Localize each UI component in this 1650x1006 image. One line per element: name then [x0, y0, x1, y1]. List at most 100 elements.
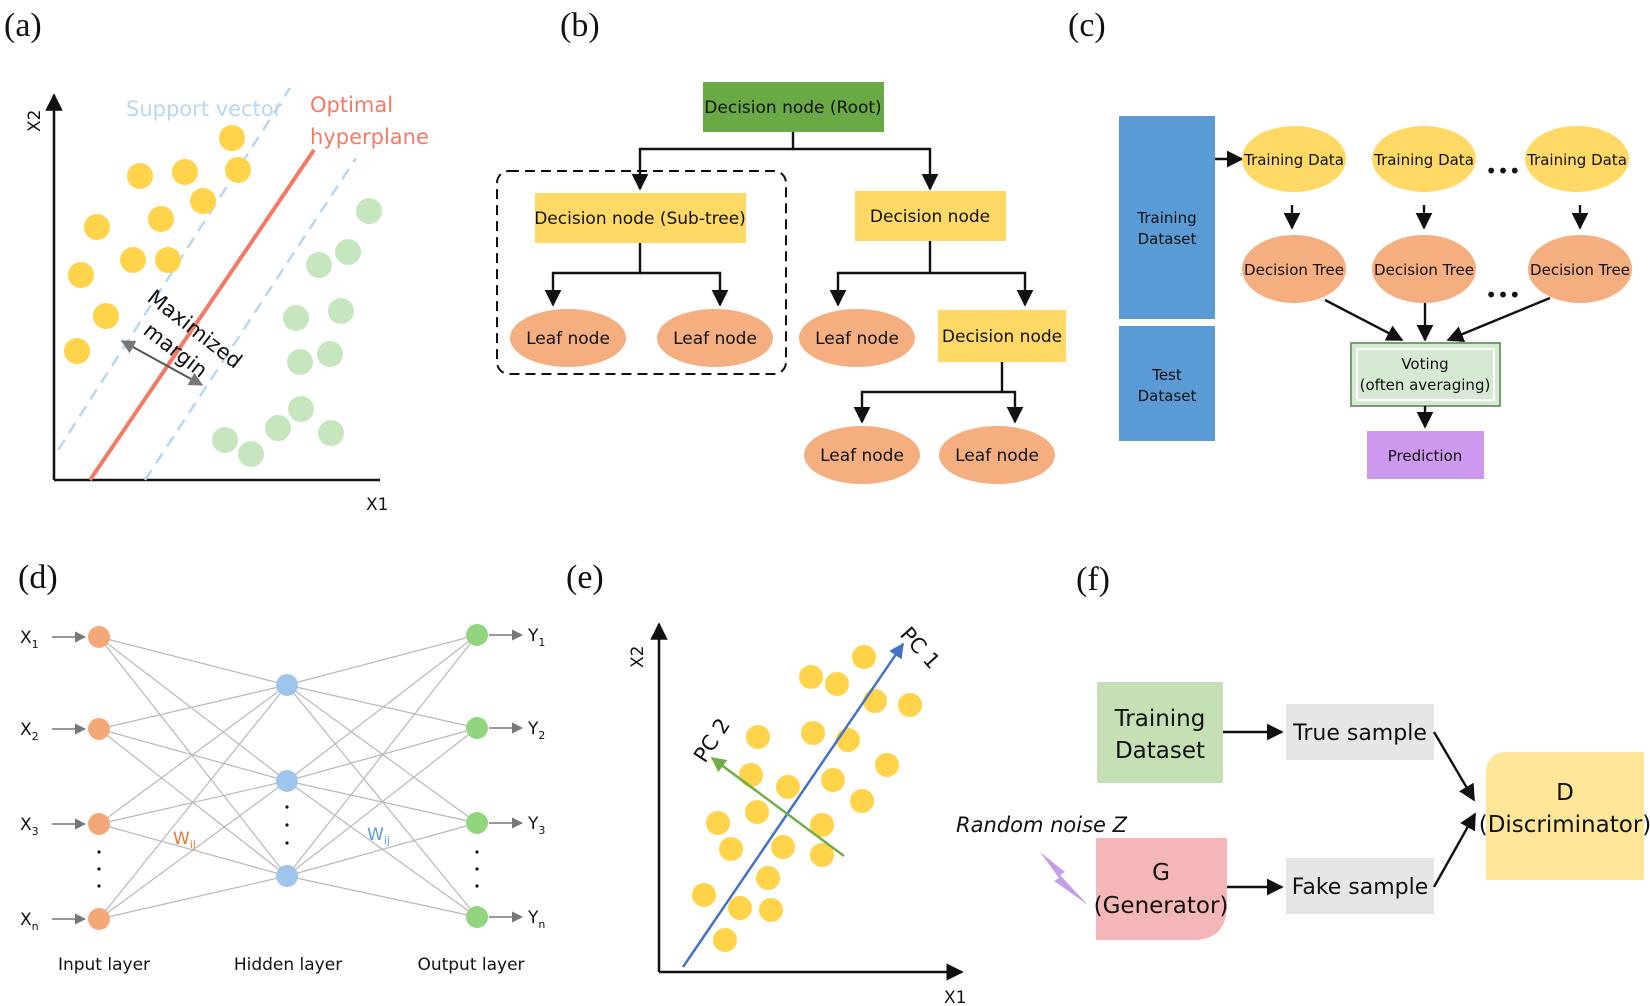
network-nodes [88, 624, 488, 930]
training-dataset-label-line2: Dataset [1138, 230, 1197, 248]
leaf-node-3 [799, 309, 915, 367]
input-hidden-connection [98, 636, 288, 782]
voting-label-line2: (often averaging) [1360, 376, 1491, 394]
panel-f: (f) Training Dataset True sample Random … [956, 561, 1650, 940]
panel-a-label: (a) [4, 7, 42, 44]
class-2-point [356, 198, 382, 224]
training-dataset-box [1097, 682, 1223, 783]
input-ellipsis-dot [97, 884, 101, 888]
decision-tree-2-label: Decision Tree [1374, 261, 1474, 279]
leaf-node-1 [510, 309, 626, 367]
decision-to-decision2-edge [930, 271, 1034, 307]
class-2-point [306, 252, 332, 278]
leaf-node-2 [657, 309, 773, 367]
subtree-decision-node [535, 193, 746, 243]
root-decision-node [703, 82, 884, 132]
hidden-ellipsis-dot [285, 823, 289, 827]
decision-node-label: Decision node [870, 207, 990, 227]
decision-to-leaf3-edge [829, 241, 932, 307]
hidden-output-connection [286, 684, 478, 918]
training-dataset-block [1119, 116, 1215, 319]
voting-box [1350, 342, 1501, 407]
test-dataset-label-line1: Test [1151, 366, 1182, 384]
training-dataset-box-line2: Dataset [1115, 738, 1205, 764]
panel-e: (e) X2 X1 [566, 559, 966, 1006]
pca-points [692, 645, 922, 952]
optimal-hyperplane-line [88, 148, 316, 482]
class-2-point [317, 341, 343, 367]
output-ellipsis-dot [475, 867, 479, 871]
panel-e-label: (e) [566, 559, 604, 596]
panel-e-x-axis-label: X1 [944, 988, 966, 1006]
class-2-point [328, 298, 354, 324]
input-hidden-connection [98, 780, 288, 920]
training-data-1 [1242, 126, 1346, 192]
output-layer-label: Output layer [417, 955, 524, 975]
pca-point [875, 753, 899, 777]
panel-c: (c) Training Dataset Test Dataset Traini… [1068, 7, 1632, 479]
panel-b-label: (b) [560, 7, 600, 44]
input-hidden-connection [98, 636, 288, 686]
network-connections [52, 629, 524, 925]
class-1-point [155, 247, 181, 273]
hidden-output-connection [286, 634, 478, 877]
class-1-point [93, 303, 119, 329]
pca-point [739, 763, 763, 787]
pca-point [756, 866, 780, 890]
pca-point [776, 775, 800, 799]
training-dataset-label-line1: Training [1136, 209, 1196, 227]
hidden-output-connection [286, 727, 478, 782]
input-x2: X2 [20, 720, 39, 743]
support-vector-line-right [143, 157, 358, 481]
class-1-point [190, 188, 216, 214]
pca-point [728, 896, 752, 920]
output-neuron [466, 624, 488, 646]
optimal-hyperplane-label-line2: hyperplane [310, 125, 429, 149]
output-yn: Yn [527, 908, 545, 931]
prediction-label: Prediction [1388, 447, 1463, 465]
input-ellipsis-dot [97, 867, 101, 871]
hidden-output-connection [286, 875, 478, 918]
panel-a-x-axis-label: X1 [366, 495, 388, 515]
leaf-node-4-label: Leaf node [820, 446, 904, 466]
output-y2: Y2 [527, 719, 545, 742]
training-data-2-label: Training Data [1373, 151, 1474, 169]
voting-label-line1: Voting [1401, 355, 1448, 373]
pc1-axis [681, 642, 905, 968]
output-ellipsis-dot [475, 884, 479, 888]
panel-a-y-axis-label: X2 [25, 110, 45, 132]
pca-point [771, 835, 795, 859]
class-2-point [287, 349, 313, 375]
support-vector-label: Support vector [126, 97, 283, 121]
pca-point [759, 898, 783, 922]
pca-point [746, 725, 770, 749]
training-data-1-label: Training Data [1243, 151, 1344, 169]
output-neuron [466, 717, 488, 739]
pca-point [836, 728, 860, 752]
output-neuron [466, 812, 488, 834]
class-2-point [238, 441, 264, 467]
input-neuron [88, 718, 110, 740]
root-to-decision-edge [793, 147, 939, 191]
hidden-output-connection [286, 727, 478, 877]
prediction-box [1367, 431, 1484, 479]
optimal-hyperplane-label-line1: Optimal [310, 93, 393, 117]
subtree-to-leaf2-edge [640, 271, 729, 307]
hidden-output-connection [286, 822, 478, 877]
pc2-axis [710, 756, 845, 858]
decision-tree-ellipsis: ••• [1485, 283, 1520, 307]
class-2-point [283, 305, 309, 331]
class-1-points [64, 125, 251, 364]
leaf-node-2-label: Leaf node [673, 329, 757, 349]
subtree-to-leaf1-edge [544, 243, 642, 307]
generator-label-line1: G [1152, 860, 1170, 886]
decision-tree-3-label: Decision Tree [1530, 261, 1630, 279]
pca-point [706, 811, 730, 835]
panel-f-label: (f) [1076, 561, 1110, 598]
discriminator-label-line1: D [1556, 780, 1574, 806]
subtree-boundary [496, 170, 787, 375]
weight-input-hidden: Wij [173, 829, 196, 851]
training-data-2 [1372, 126, 1476, 192]
tree-to-voting-arrow-1 [1324, 298, 1404, 342]
